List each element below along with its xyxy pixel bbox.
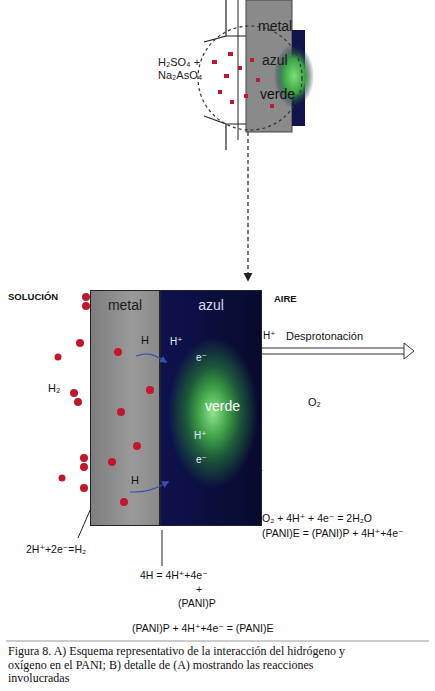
hydrogen-atom: [146, 386, 154, 394]
reaction-equation: 2H⁺+2e⁻=H₂: [26, 543, 86, 555]
layer-label: azul: [161, 297, 261, 313]
part-name: azul: [262, 52, 288, 68]
species-label: H: [131, 474, 139, 487]
layer-label: metal: [91, 297, 159, 313]
reaction-equation: O₂ + 4H⁺ + 4e⁻ = 2H₂O: [262, 512, 372, 524]
electrolyte-label: H₂SO₄ + Na₂AsO₄: [158, 56, 214, 81]
species-label: e⁻: [196, 454, 207, 466]
part-name: verde: [260, 86, 295, 102]
species-label: O₂: [308, 396, 321, 409]
species-label: H⁺: [170, 336, 183, 348]
figure-caption: Figura 8. A) Esquema representativo de l…: [8, 645, 348, 686]
hydrogen-atom: [133, 442, 141, 450]
reaction-equation: (PANI)P: [178, 597, 216, 609]
reaction-equation: (PANI)E = (PANI)P + 4H⁺+4e⁻: [262, 527, 404, 539]
hydrogen-atom: [117, 408, 125, 416]
hydrogen-diffusion-arrow: [136, 354, 166, 362]
species-label: H₂: [48, 382, 60, 395]
deprotonation-arrow: [262, 343, 414, 359]
reaction-equation: (PANI)P + 4H⁺+4e⁻ = (PANI)E: [132, 622, 274, 634]
reaction-equation: 4H = 4H⁺+4e⁻: [140, 569, 208, 581]
reaction-equation: +: [196, 583, 202, 595]
part-name: metal: [258, 18, 292, 34]
hydrogen-atom: [120, 498, 128, 506]
species-label: H: [141, 334, 149, 347]
species-label: e⁻: [196, 352, 207, 364]
cell-sketch: [198, 0, 314, 280]
region-label: SOLUCIÓN: [8, 292, 58, 303]
process-label: Desprotonación: [286, 330, 363, 343]
species-label: H⁺: [194, 430, 207, 442]
hydrogen-atom: [108, 458, 116, 466]
region-label: AIRE: [274, 294, 297, 305]
metal-layer: metal: [90, 290, 160, 526]
region-label: verde: [205, 398, 240, 414]
hydrogen-atom: [114, 348, 122, 356]
caption-rule: [6, 641, 429, 642]
species-label: H⁺: [263, 330, 276, 342]
